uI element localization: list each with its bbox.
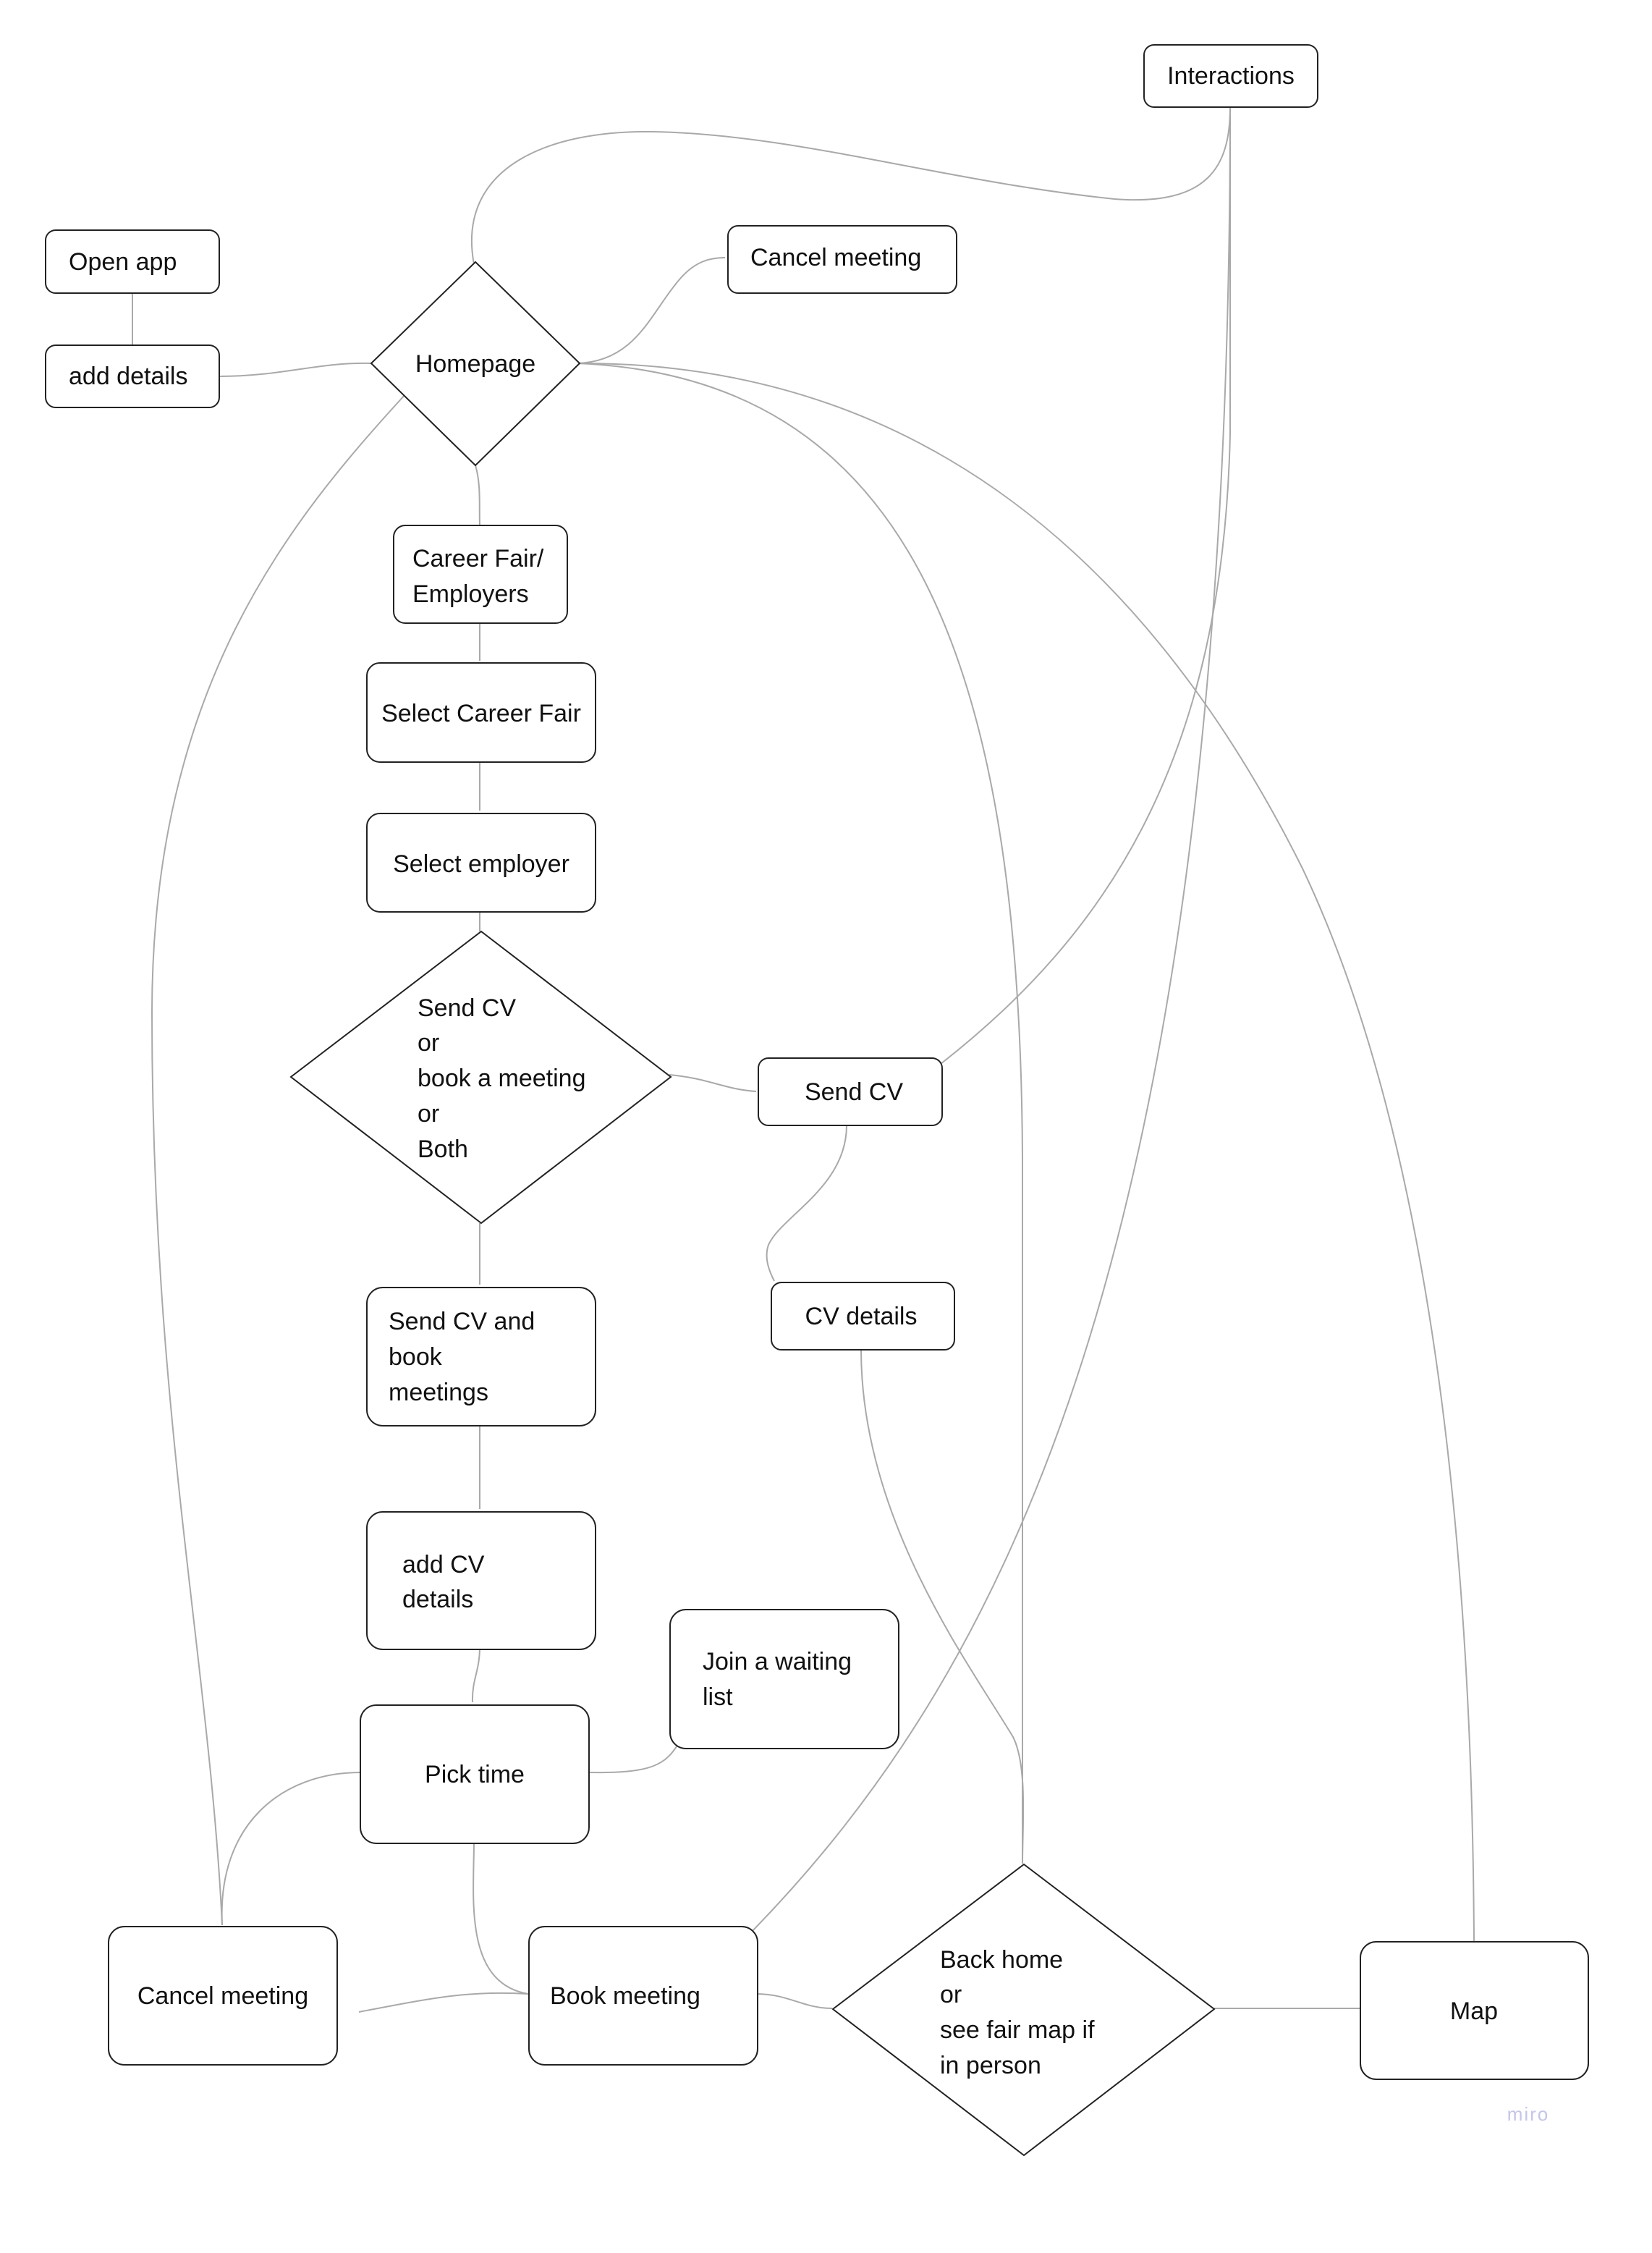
- decision-send-cv-line-4: or: [418, 1100, 439, 1128]
- edge-homepage-cancelmeeting-top: [576, 257, 726, 364]
- node-select-employer[interactable]: Select employer: [366, 813, 596, 913]
- decision-homepage[interactable]: Homepage: [370, 261, 581, 467]
- node-send-cv-and-book-line-2: book: [389, 1343, 443, 1371]
- node-send-cv-and-book-line-3: meetings: [389, 1379, 488, 1406]
- node-interactions[interactable]: Interactions: [1143, 44, 1318, 108]
- decision-send-cv-line-5: Both: [418, 1136, 468, 1163]
- node-cancel-meeting-top-label: Cancel meeting: [750, 244, 921, 271]
- node-add-cv-details-line-2: details: [402, 1586, 473, 1613]
- node-select-employer-label: Select employer: [393, 850, 569, 878]
- node-pick-time[interactable]: Pick time: [360, 1704, 590, 1844]
- edges: [132, 106, 1475, 2013]
- edge-homepage-cancelmeeting: [151, 394, 406, 1926]
- node-join-waiting-list-line-1: Join a waiting: [703, 1648, 852, 1675]
- decision-back-home-line-2: or: [940, 1981, 962, 2008]
- node-add-cv-details[interactable]: add CV details: [366, 1511, 596, 1650]
- edge-cvdetails-backhome: [860, 1349, 1025, 1864]
- edge-homepage-map: [576, 362, 1475, 1944]
- node-add-details[interactable]: add details: [45, 344, 220, 408]
- node-add-cv-details-line-1: add CV: [402, 1551, 485, 1578]
- edge-homepage-careerfair: [475, 465, 480, 526]
- node-book-meeting[interactable]: Book meeting: [528, 1926, 758, 2066]
- edge-picktime-bookmeeting: [473, 1841, 529, 1995]
- decision-homepage-label: Homepage: [415, 350, 535, 378]
- node-cv-details-label: CV details: [805, 1303, 918, 1330]
- node-book-meeting-label: Book meeting: [550, 1982, 700, 2010]
- node-career-fair-line-2: Employers: [412, 580, 529, 608]
- node-pick-time-label: Pick time: [425, 1761, 525, 1788]
- decision-send-cv-line-1: Send CV: [418, 994, 516, 1022]
- edge-adddetails-homepage: [219, 362, 372, 377]
- node-cancel-meeting-top[interactable]: Cancel meeting: [727, 225, 957, 294]
- edge-bookmeeting-backhome: [755, 1993, 833, 2009]
- decision-back-home-line-4: in person: [940, 2052, 1041, 2079]
- decision-back-home-or-map[interactable]: Back home or see fair map if in person: [831, 1863, 1216, 2157]
- node-open-app-label: Open app: [69, 248, 177, 276]
- node-career-fair-employers[interactable]: Career Fair/ Employers: [393, 525, 568, 624]
- edge-sendcv-interactions: [940, 107, 1231, 1065]
- node-interactions-label: Interactions: [1167, 62, 1295, 90]
- node-map-label: Map: [1450, 1998, 1498, 2025]
- node-join-waiting-list-line-2: list: [703, 1683, 733, 1711]
- node-open-app[interactable]: Open app: [45, 229, 220, 294]
- node-cancel-meeting-bottom-label: Cancel meeting: [137, 1982, 308, 2010]
- node-career-fair-line-1: Career Fair/: [412, 545, 544, 572]
- node-send-cv-label: Send CV: [805, 1078, 903, 1106]
- node-cv-details[interactable]: CV details: [771, 1282, 955, 1350]
- edge-addcvdetails-picktime: [471, 1646, 480, 1703]
- node-map[interactable]: Map: [1360, 1941, 1589, 2080]
- node-cancel-meeting-bottom[interactable]: Cancel meeting: [108, 1926, 338, 2066]
- edge-decision-sendcv: [669, 1074, 757, 1092]
- decision-send-cv-line-2: or: [418, 1029, 439, 1057]
- decision-send-cv-line-3: book a meeting: [418, 1065, 586, 1092]
- edge-bookmeeting-interactions: [748, 106, 1231, 1935]
- edge-homepage-backhome: [576, 363, 1023, 1864]
- node-select-career-fair-label: Select Career Fair: [381, 700, 581, 727]
- edge-homepage-interactions: [470, 106, 1231, 265]
- decision-send-cv-or-book[interactable]: Send CV or book a meeting or Both: [289, 930, 672, 1225]
- decision-back-home-line-1: Back home: [940, 1946, 1063, 1974]
- node-send-cv-and-book[interactable]: Send CV and book meetings: [366, 1287, 596, 1426]
- edge-picktime-waitinglist: [589, 1740, 681, 1774]
- node-join-waiting-list[interactable]: Join a waiting list: [669, 1609, 899, 1749]
- node-send-cv[interactable]: Send CV: [758, 1057, 943, 1126]
- decision-back-home-line-3: see fair map if: [940, 2016, 1095, 2044]
- edge-picktime-cancelmeeting: [221, 1772, 361, 1926]
- edge-sendcv-cvdetails: [766, 1125, 847, 1282]
- node-send-cv-and-book-line-1: Send CV and: [389, 1308, 535, 1335]
- node-add-details-label: add details: [69, 363, 187, 390]
- edge-cancelmeeting-bookmeeting: [358, 1992, 529, 2013]
- node-select-career-fair[interactable]: Select Career Fair: [366, 662, 596, 763]
- miro-watermark: miro: [1507, 2103, 1550, 2125]
